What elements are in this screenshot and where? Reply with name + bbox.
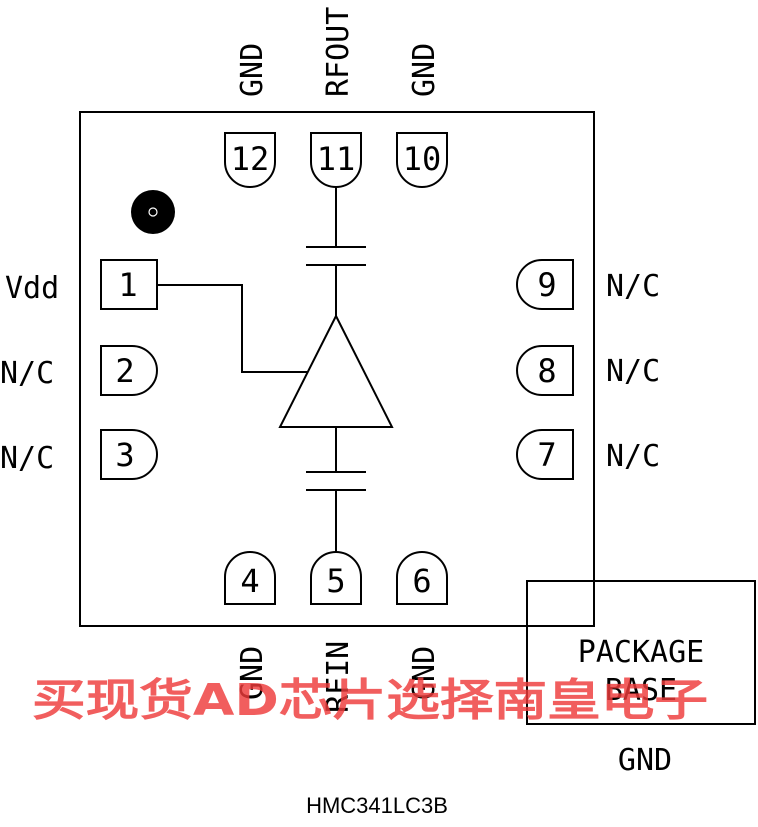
pin-4-label: GND <box>235 646 270 700</box>
pin-7-number: 7 <box>537 436 556 474</box>
pin-10: 10 <box>396 132 448 188</box>
pin-6-label: GND <box>407 646 442 700</box>
pin-7-label: N/C <box>606 439 660 474</box>
pin-1-label: Vdd <box>5 271 59 306</box>
pin-4-number: 4 <box>240 562 259 600</box>
pin-3-label: N/C <box>0 441 54 476</box>
pin-9: 9 <box>516 259 574 310</box>
pin-8: 8 <box>516 345 574 396</box>
vdd-bias-line <box>157 284 308 373</box>
pin-6-number: 6 <box>412 562 431 600</box>
pin-10-label: GND <box>407 43 442 97</box>
pin-12-label: GND <box>235 43 270 97</box>
pin-11-label: RFOUT <box>321 7 356 97</box>
pin-3-number: 3 <box>115 436 134 474</box>
pin-1-number: 1 <box>118 266 137 304</box>
pin-9-number: 9 <box>537 266 556 304</box>
package-base-line1: PACKAGE <box>578 635 704 670</box>
pin-2-label: N/C <box>0 356 54 391</box>
pin-7: 7 <box>516 429 574 480</box>
pin-11: 11 <box>310 132 362 188</box>
pin-12: 12 <box>224 132 276 188</box>
package-body <box>79 111 595 627</box>
package-base: PACKAGE BASE <box>526 580 756 725</box>
pin-11-number: 11 <box>317 140 356 178</box>
input-path <box>306 427 366 552</box>
pin-1: 1 <box>100 259 158 310</box>
pin1-marker-dot <box>131 190 175 234</box>
pin-5-label: RFIN <box>321 641 356 713</box>
pin-4: 4 <box>224 551 276 605</box>
output-path <box>306 187 366 316</box>
package-base-gnd-label: GND <box>618 743 672 778</box>
pin-10-number: 10 <box>403 140 442 178</box>
pin-5: 5 <box>310 551 362 605</box>
pin-2-number: 2 <box>115 352 134 390</box>
pin-2: 2 <box>100 345 158 396</box>
pin-8-number: 8 <box>537 352 556 390</box>
part-number: HMC341LC3B <box>306 793 448 818</box>
pin-12-number: 12 <box>231 140 270 178</box>
pin-6: 6 <box>396 551 448 605</box>
pin-9-label: N/C <box>606 269 660 304</box>
pin-8-label: N/C <box>606 354 660 389</box>
pin-5-number: 5 <box>326 562 345 600</box>
package-base-line2: BASE <box>605 673 677 708</box>
pin-3: 3 <box>100 429 158 480</box>
watermark-text: 买现货AD芯片选择南皇电子 <box>32 675 708 726</box>
